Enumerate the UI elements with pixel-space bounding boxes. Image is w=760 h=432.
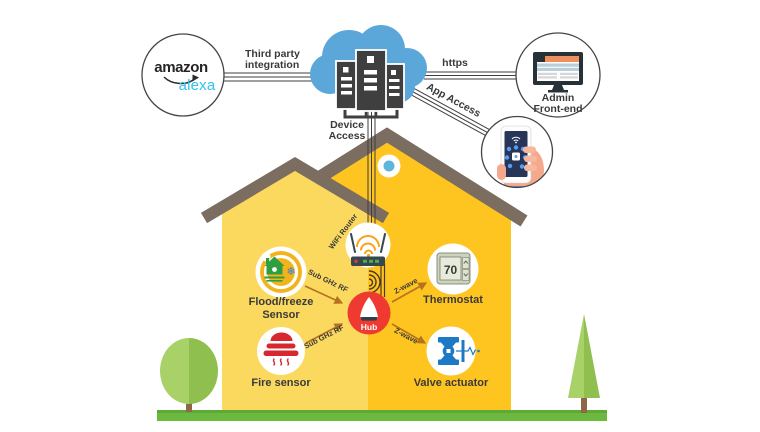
app-access-wire	[404, 84, 494, 139]
flood-sensor-label-line1: Flood/freeze	[249, 296, 314, 308]
hub-to-thermostat-arrow	[391, 282, 428, 303]
app-dots	[504, 145, 528, 169]
device-access-wire	[367, 110, 376, 242]
fire-to-hub-arrow	[305, 323, 344, 344]
https-wire	[424, 71, 522, 80]
admin-label-line1: Admin	[542, 92, 575, 104]
alexa-wordmark: alexa	[179, 77, 216, 94]
valve-actuator-node: Valve actuator	[414, 326, 489, 389]
phone-wifi-icon	[511, 136, 521, 142]
flood-freeze-sensor-node: ❄ Flood/freeze Sensor	[249, 246, 314, 321]
alexa-node: amazon alexa	[141, 33, 225, 117]
temp-up-icon	[463, 260, 469, 264]
left-house	[200, 157, 390, 410]
thermostat-display: 70	[444, 263, 458, 277]
amazon-smile-arrowhead	[192, 74, 199, 82]
thermostat-icon: 70	[436, 252, 471, 285]
snowflake-icon: ❄	[286, 266, 295, 278]
heat-waves-icon	[272, 358, 290, 366]
hand-holding-phone-icon	[497, 125, 544, 187]
server-icon	[335, 49, 405, 119]
flood-to-hub-arrow	[304, 285, 344, 304]
grass-strip	[157, 410, 607, 421]
pine-tree	[568, 314, 600, 413]
admin-frontend-node: Admin Front-end	[515, 32, 601, 118]
admin-label-line2: Front-end	[534, 103, 583, 115]
round-tree	[160, 338, 218, 412]
mobile-app-node	[480, 115, 554, 189]
device-access-label-line2: Access	[329, 130, 366, 142]
fire-sensor-node: Fire sensor	[251, 327, 311, 389]
cloud-server-node	[310, 25, 427, 119]
sleeve-cuff	[501, 186, 539, 187]
fire-sensor-label: Fire sensor	[251, 377, 311, 389]
hub-to-valve-arrow	[391, 323, 427, 344]
flood-house-icon	[264, 256, 285, 282]
third-party-label-line1: Third party	[245, 48, 300, 60]
valve-icon	[438, 337, 480, 365]
thermostat-label: Thermostat	[423, 294, 483, 306]
https-label: https	[442, 57, 468, 69]
router-icon	[350, 233, 386, 266]
flood-sensor-label-line2: Sensor	[262, 309, 300, 321]
finger-tips	[523, 146, 537, 171]
monitor-icon	[533, 52, 583, 93]
server-windows	[341, 56, 400, 96]
third-party-label-line2: integration	[245, 59, 299, 71]
left-roof	[200, 157, 390, 224]
hub-label: Hub	[361, 322, 378, 332]
rf-zwave-arrows	[304, 282, 428, 344]
valve-actuator-label: Valve actuator	[414, 377, 489, 389]
device-access-label-line1: Device	[330, 119, 364, 131]
hub-node: Hub	[347, 291, 391, 335]
gable-window	[377, 154, 401, 178]
amazon-wordmark: amazon	[154, 59, 208, 76]
temp-down-icon	[463, 273, 469, 277]
thermostat-node: 70 Thermostat	[423, 243, 483, 306]
smoke-detector-icon	[263, 332, 299, 356]
wifi-router-node	[345, 222, 391, 268]
hub-cone-icon	[360, 297, 378, 321]
